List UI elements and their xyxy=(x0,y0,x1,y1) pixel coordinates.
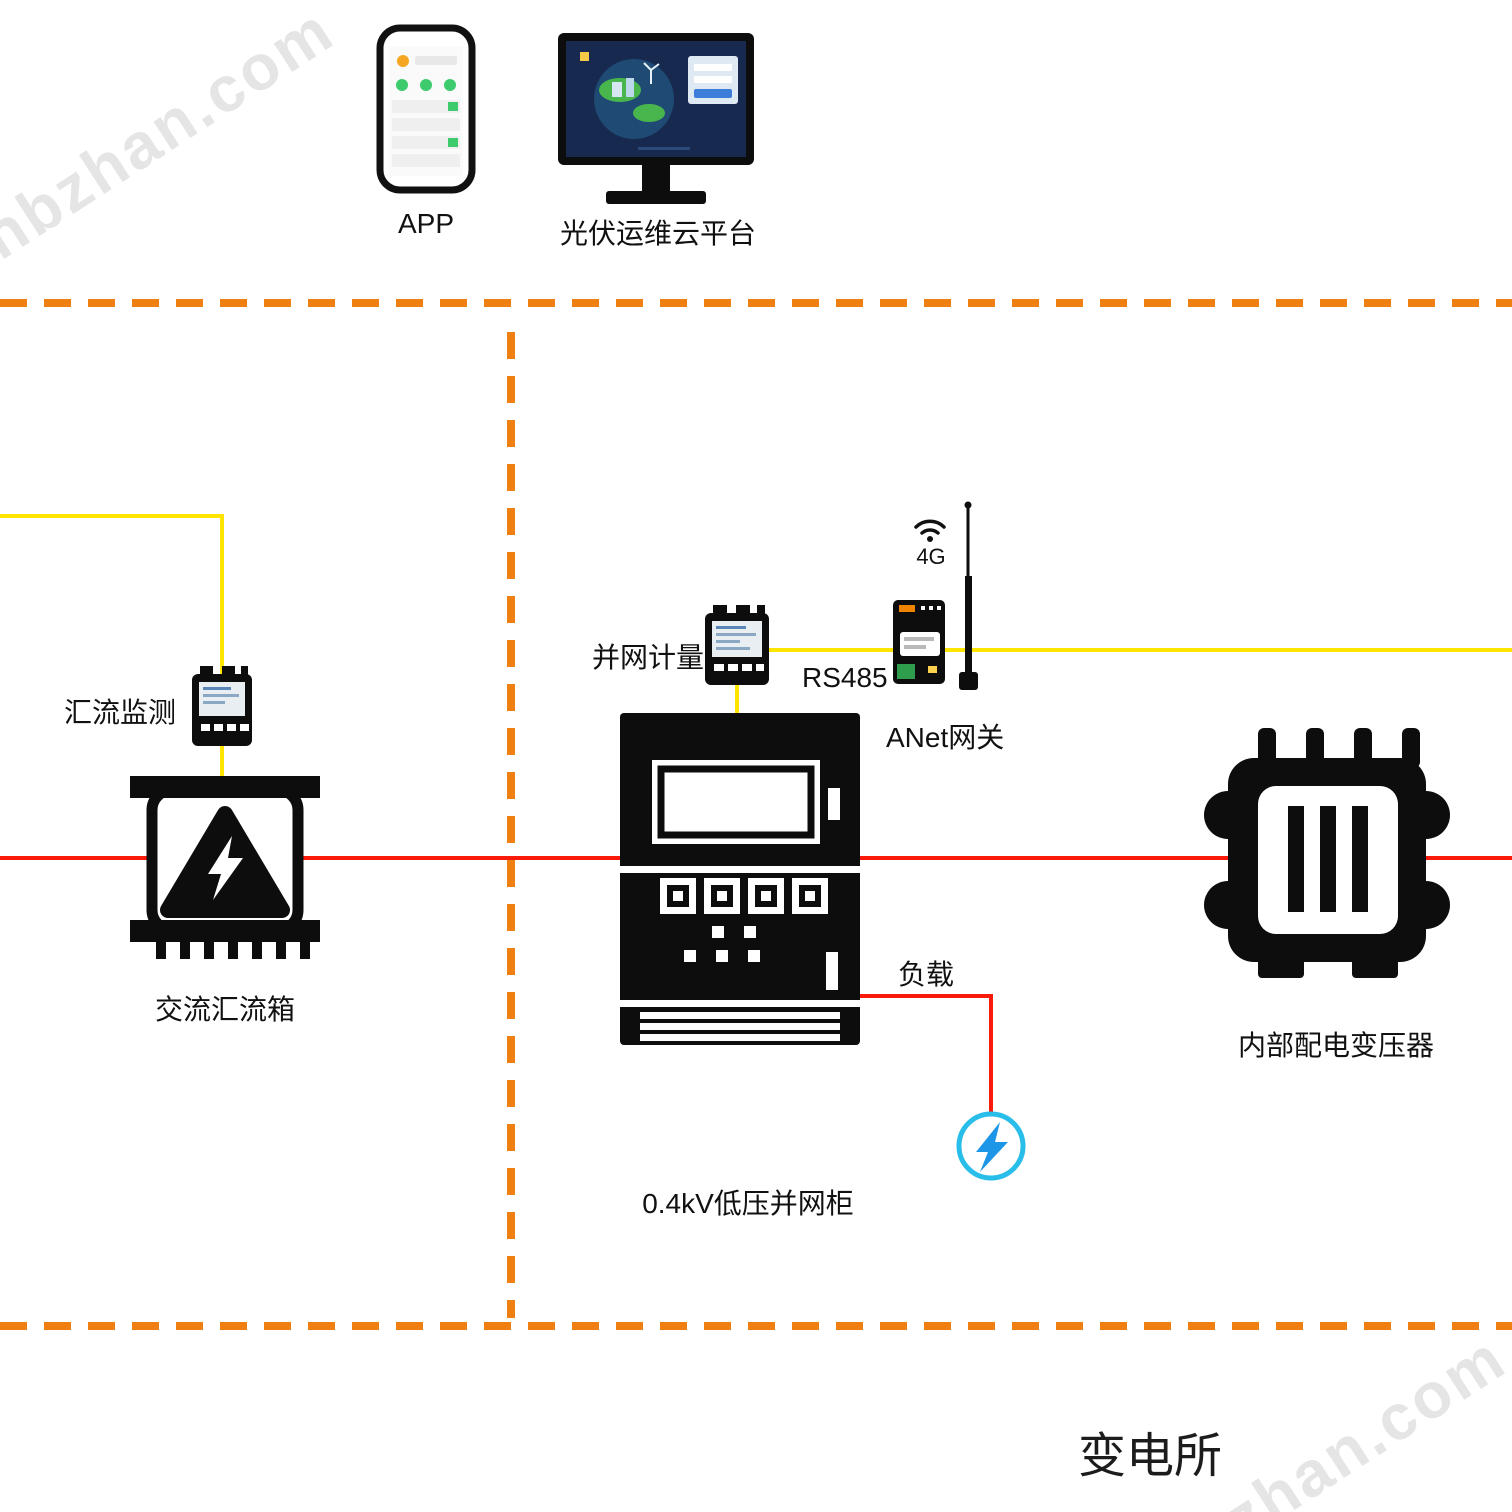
combiner-box-label: 交流汇流箱 xyxy=(154,994,295,1025)
grid-meter-label: 并网计量 xyxy=(592,642,705,673)
phone-icon xyxy=(376,24,476,194)
power-line-load-red xyxy=(858,994,993,1114)
antenna-4g-label: 4G xyxy=(916,544,946,569)
combiner-box-icon xyxy=(130,776,320,959)
transformer-icon xyxy=(1204,728,1450,978)
load-bolt-icon xyxy=(976,1122,1008,1172)
combiner-meter-label: 汇流监测 xyxy=(64,697,177,728)
cabinet-icon xyxy=(620,713,860,1045)
rs485-label: RS485 xyxy=(802,662,888,693)
load-icon xyxy=(956,1111,1026,1181)
gateway-label: ANet网关 xyxy=(886,722,1005,753)
app-label: APP xyxy=(397,208,455,239)
signal-line-left-yellow xyxy=(0,514,224,780)
transformer-label: 内部配电变压器 xyxy=(1237,1030,1434,1061)
cabinet-label: 0.4kV低压并网柜 xyxy=(642,1188,854,1219)
antenna-icon xyxy=(959,501,978,690)
substation-label: 变电所 xyxy=(1078,1430,1223,1483)
wifi-icon xyxy=(914,519,946,542)
grid-meter-icon xyxy=(705,605,769,685)
combiner-meter-icon xyxy=(192,666,252,746)
platform-label: 光伏运维云平台 xyxy=(559,218,756,249)
load-label: 负载 xyxy=(898,959,955,990)
gateway-icon xyxy=(893,600,945,684)
cabinet-buttons xyxy=(660,878,828,914)
monitor-icon xyxy=(558,33,754,204)
lightning-bolt-icon xyxy=(208,836,243,900)
